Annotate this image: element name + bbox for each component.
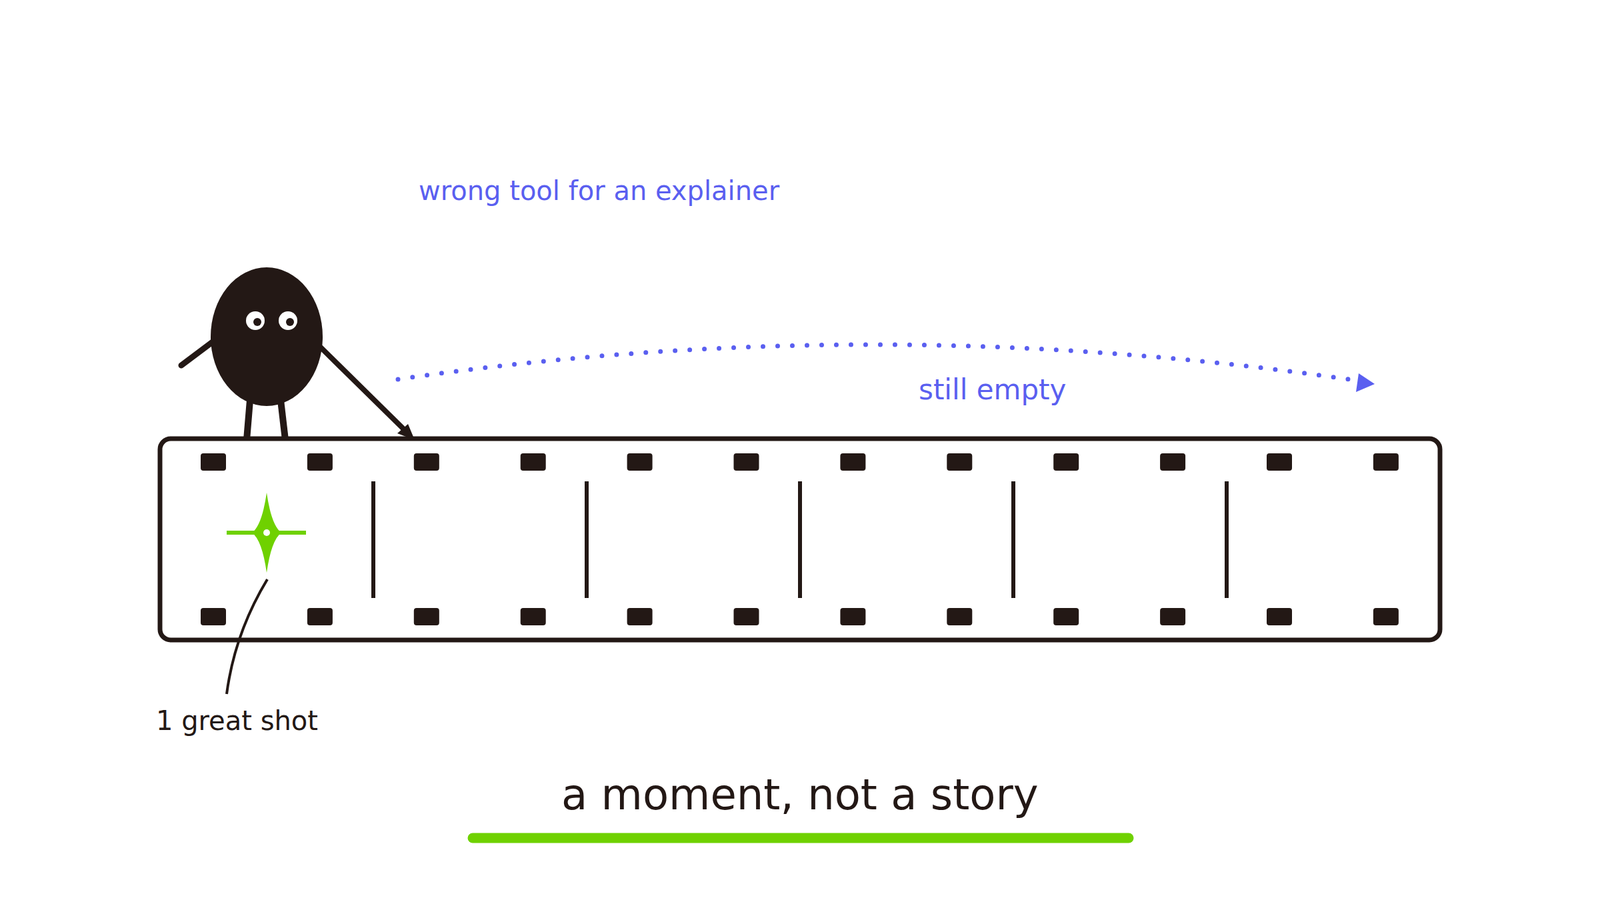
sprocket-hole xyxy=(946,608,972,626)
sprocket-hole xyxy=(627,608,653,626)
callout-label: 1 great shot xyxy=(156,704,318,737)
sprocket-hole xyxy=(1373,453,1399,471)
sprocket-hole xyxy=(734,453,760,471)
sprocket-hole xyxy=(840,608,866,626)
great-shot-star xyxy=(226,492,306,573)
sprocket-hole xyxy=(627,453,653,471)
sprocket-hole xyxy=(200,453,226,471)
sprocket-holes xyxy=(200,453,1399,626)
sprocket-hole xyxy=(414,453,440,471)
note-text: wrong tool for an explainer xyxy=(418,174,780,207)
dotted-arc-arrow xyxy=(398,344,1367,382)
sprocket-hole xyxy=(1160,453,1186,471)
arc-arrowhead xyxy=(1356,373,1375,392)
sprocket-hole xyxy=(1160,608,1186,626)
character xyxy=(181,267,415,440)
sprocket-hole xyxy=(307,453,333,471)
film-strip xyxy=(160,438,1440,640)
sprocket-hole xyxy=(307,608,333,626)
sprocket-hole xyxy=(1266,608,1292,626)
sprocket-hole xyxy=(520,608,546,626)
caption-underline xyxy=(472,833,1129,844)
sprocket-hole xyxy=(1053,453,1079,471)
sprocket-hole xyxy=(1373,608,1399,626)
caption: a moment, not a story xyxy=(561,769,1039,821)
sprocket-hole xyxy=(734,608,760,626)
frame-dividers xyxy=(373,481,1227,598)
sprocket-hole xyxy=(520,453,546,471)
arc-label: still empty xyxy=(918,373,1066,407)
sprocket-hole xyxy=(414,608,440,626)
sprocket-hole xyxy=(1053,608,1079,626)
sprocket-hole xyxy=(946,453,972,471)
sprocket-hole xyxy=(200,608,226,626)
leader-line xyxy=(226,579,268,694)
sprocket-hole xyxy=(840,453,866,471)
sprocket-hole xyxy=(1266,453,1292,471)
